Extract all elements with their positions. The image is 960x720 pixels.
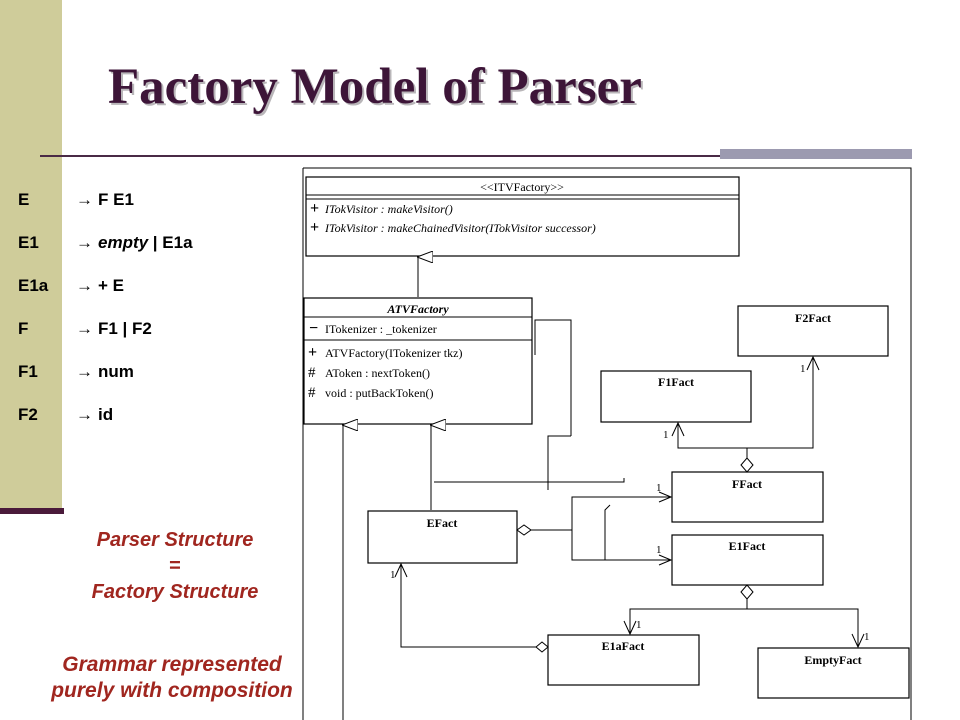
nav-arrow-icon	[851, 633, 865, 649]
operation: AToken : nextToken()	[325, 366, 430, 380]
visibility-marker: #	[308, 365, 316, 381]
aggregation-diamond-icon	[535, 641, 549, 653]
composition-line	[400, 564, 548, 648]
attribute: ITokenizer : _tokenizer	[325, 322, 437, 336]
class-name: E1Fact	[729, 539, 766, 553]
title-underline	[40, 155, 912, 157]
class-name: F2Fact	[795, 311, 831, 325]
visibility-marker: +	[310, 219, 319, 236]
class-name: EmptyFact	[804, 653, 861, 667]
itvfactory-class: <<ITVFactory>> + ITokVisitor : makeVisit…	[305, 176, 740, 257]
visibility-marker: #	[308, 385, 316, 401]
operation: ITokVisitor : makeChainedVisitor(ITokVis…	[324, 221, 596, 235]
multiplicity-label: 1	[864, 631, 870, 643]
composition-line	[677, 423, 747, 449]
class-name: FFact	[732, 477, 762, 491]
visibility-marker: +	[308, 344, 317, 361]
visibility-marker: +	[310, 200, 319, 217]
operation: ATVFactory(ITokenizer tkz)	[325, 346, 462, 360]
arrow-icon: →	[76, 276, 93, 295]
slide-title: Factory Model of Parser	[108, 59, 642, 115]
class-name: E1aFact	[602, 639, 645, 653]
e1fact-class: E1Fact	[671, 534, 824, 586]
nav-arrow-icon	[394, 562, 408, 578]
rule-rhs: F1 | F2	[98, 319, 152, 338]
e1afact-class: E1aFact	[547, 634, 700, 686]
diagram-frame	[303, 167, 912, 720]
rule-rhs: num	[98, 362, 134, 381]
rule-lhs: F2	[18, 405, 38, 424]
multiplicity-label: 1	[636, 619, 642, 631]
operation: void : putBackToken()	[325, 386, 433, 400]
class-name: <<ITVFactory>>	[480, 180, 564, 194]
multiplicity-label: 1	[390, 569, 396, 581]
multiplicity-label: 1	[663, 429, 669, 441]
visibility-marker: −	[309, 320, 318, 337]
inheritance-line	[547, 435, 571, 490]
composition-line	[747, 608, 859, 647]
multiplicity-label: 1	[656, 544, 662, 556]
title-underline-accent	[720, 149, 912, 159]
composition-line	[604, 504, 611, 560]
f2fact-class: F2Fact	[737, 305, 889, 357]
nav-arrow-icon	[658, 554, 673, 566]
nav-arrow-icon	[623, 620, 637, 636]
composition-line	[571, 530, 671, 561]
composition-line	[531, 496, 671, 531]
rule-rhs: F E1	[98, 190, 134, 209]
operation: ITokVisitor : makeVisitor()	[324, 202, 453, 216]
inheritance-line	[434, 478, 625, 483]
f1fact-class: F1Fact	[600, 370, 752, 423]
nav-arrow-icon	[671, 421, 685, 437]
arrow-icon: →	[76, 190, 93, 209]
composition-line	[629, 599, 748, 634]
parser-structure-caption: Parser Structure = Factory Structure	[40, 527, 310, 605]
rule-rhs-italic: empty	[98, 233, 149, 252]
rule-rhs: id	[98, 405, 114, 424]
arrow-icon: →	[76, 233, 93, 252]
rule-lhs: F	[18, 319, 29, 338]
class-name: EFact	[427, 516, 458, 530]
rule-lhs: E	[18, 190, 30, 209]
inheritance-line	[534, 319, 572, 436]
aggregation-diamond-icon	[740, 457, 754, 473]
nav-arrow-icon	[806, 355, 820, 371]
emptyfact-class: EmptyFact	[757, 647, 910, 699]
nav-arrow-icon	[658, 491, 673, 503]
class-name: F1Fact	[658, 375, 694, 389]
efact-class: EFact	[367, 510, 518, 564]
aggregation-diamond-icon	[516, 524, 532, 536]
rule-rhs: + E	[98, 276, 124, 295]
sidebar-accent-cap	[0, 508, 64, 514]
arrow-icon: →	[76, 319, 93, 338]
multiplicity-label: 1	[800, 363, 806, 375]
caption-line: Factory Structure	[91, 581, 259, 603]
caption-line: =	[169, 555, 181, 577]
aggregation-diamond-icon	[740, 584, 754, 600]
rule-lhs: F1	[18, 362, 38, 381]
atvfactory-class: ATVFactory − ITokenizer : _tokenizer + A…	[303, 297, 533, 425]
caption-line: Grammar represented	[62, 653, 282, 676]
grammar-composition-caption: Grammar represented purely with composit…	[4, 652, 340, 705]
composition-line	[747, 357, 814, 449]
class-name: ATVFactory	[386, 302, 449, 316]
ffact-class: FFact	[671, 471, 824, 523]
rule-lhs: E1	[18, 233, 39, 252]
rule-rhs: | E1a	[148, 233, 193, 252]
sidebar-accent-bar	[0, 0, 62, 512]
arrow-icon: →	[76, 362, 93, 381]
rule-lhs: E1a	[18, 276, 49, 295]
caption-line: purely with composition	[51, 679, 293, 703]
arrow-icon: →	[76, 405, 93, 424]
multiplicity-label: 1	[656, 482, 662, 494]
caption-line: Parser Structure	[96, 529, 254, 551]
